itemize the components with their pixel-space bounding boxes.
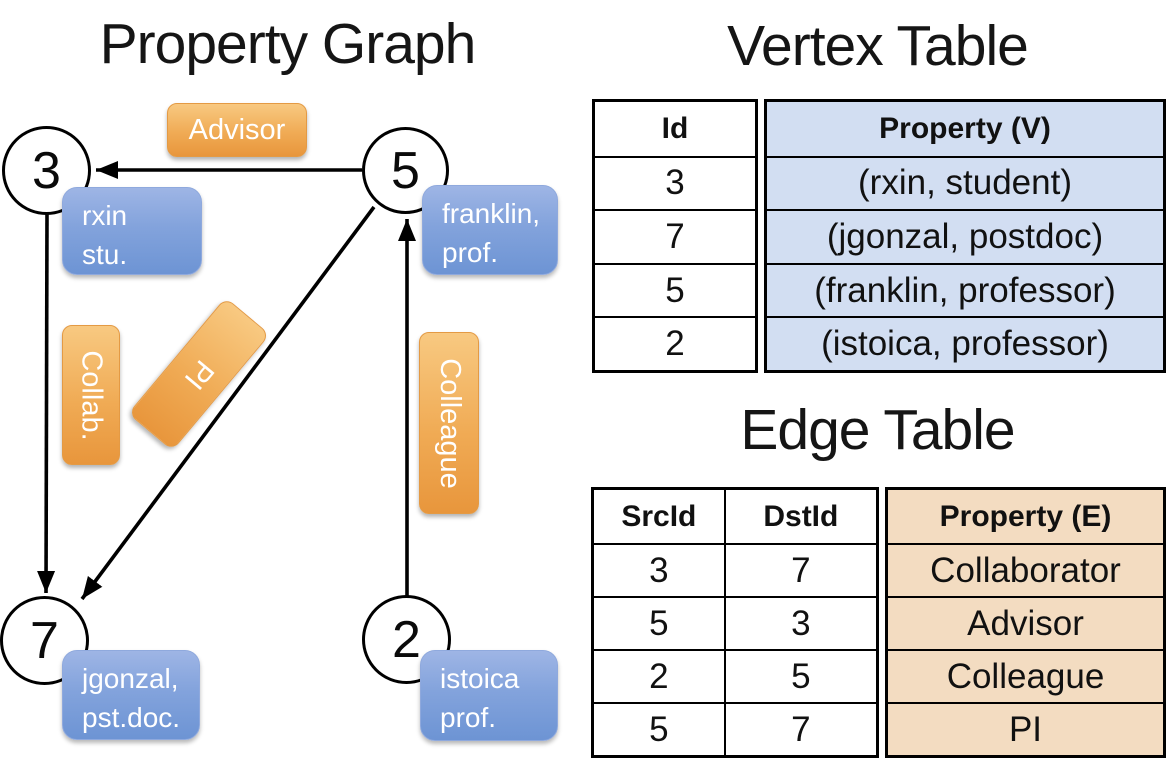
edge-label-advisor: Advisor — [167, 103, 307, 157]
table-cell: 5 — [594, 702, 724, 755]
column-header-id: Id — [661, 111, 689, 145]
edge-label-text: Colleague — [433, 357, 466, 489]
table-cell: 2 — [594, 649, 724, 702]
table-cell: 5 — [595, 262, 755, 317]
table-cell: 7 — [723, 702, 876, 755]
vertex-id: 7 — [30, 611, 59, 670]
table-cell: Collaborator — [888, 543, 1163, 596]
table-cell: PI — [888, 702, 1163, 755]
table-cell: 3 — [723, 596, 876, 649]
table-cell: 7 — [595, 209, 755, 263]
vertex-table-title: Vertex Table — [727, 14, 1029, 78]
table-cell: 7 — [723, 543, 876, 596]
column-header-dstid: DstId — [723, 490, 876, 543]
property-line: prof. — [442, 237, 499, 268]
table-cell: (franklin, professor) — [767, 262, 1163, 317]
edge-label-collab: Collab. — [62, 325, 120, 465]
edge-table-id-columns: SrcId DstId 3 7 5 3 2 5 5 7 — [591, 487, 879, 758]
property-line: stu. — [82, 239, 128, 270]
table-cell: 3 — [595, 155, 755, 210]
edge-label-text: PI — [178, 353, 221, 396]
column-header-property-v: Property (V) — [767, 102, 1163, 156]
edge-arrow-5-to-7 — [80, 205, 376, 601]
edge-arrow-3-to-7 — [37, 212, 56, 594]
edge-label-text: Advisor — [188, 113, 286, 146]
table-cell: (istoica, professor) — [767, 316, 1163, 370]
property-line: pst.doc. — [82, 702, 181, 733]
vertex-id: 3 — [32, 141, 61, 200]
table-cell: 3 — [594, 543, 724, 596]
table-cell: Advisor — [888, 596, 1163, 649]
property-line: istoica — [440, 663, 520, 694]
edge-table-property-column: Property (E) Collaborator Advisor Collea… — [885, 487, 1166, 758]
edge-table-title: Edge Table — [740, 398, 1015, 462]
vertex-id: 5 — [391, 141, 420, 200]
property-graph-title: Property Graph — [99, 12, 477, 76]
table-cell: (rxin, student) — [767, 155, 1163, 210]
vertex-property-box-3: rxin stu. — [62, 187, 202, 275]
vertex-property-box-5: franklin, prof. — [422, 185, 558, 275]
vertex-id: 2 — [392, 610, 421, 669]
property-line: rxin — [82, 200, 128, 231]
property-line: franklin, — [442, 198, 541, 229]
vertex-table-property-column: Property (V) (rxin, student) (jgonzal, p… — [764, 99, 1166, 373]
edge-table: SrcId DstId 3 7 5 3 2 5 5 7 Property (E)… — [591, 487, 1166, 758]
vertex-table-id-column: Id 3 7 5 2 — [592, 99, 758, 373]
table-cell: 2 — [595, 316, 755, 370]
edge-label-text: Collab. — [75, 349, 108, 441]
vertex-property-box-7: jgonzal, pst.doc. — [62, 650, 200, 740]
column-header-property-e: Property (E) — [888, 490, 1163, 543]
table-cell: (jgonzal, postdoc) — [767, 209, 1163, 263]
vertex-property-box-2: istoica prof. — [420, 650, 558, 741]
property-line: jgonzal, — [82, 663, 179, 694]
table-cell: Colleague — [888, 649, 1163, 702]
column-header-srcid: SrcId — [621, 499, 697, 533]
vertex-node-3: 3 — [2, 126, 91, 215]
property-line: prof. — [440, 702, 497, 733]
table-cell: 5 — [594, 596, 724, 649]
vertex-table: Id 3 7 5 2 Property (V) (rxin, student) … — [592, 99, 1166, 373]
table-cell: 5 — [723, 649, 876, 702]
edge-label-colleague: Colleague — [419, 332, 479, 514]
